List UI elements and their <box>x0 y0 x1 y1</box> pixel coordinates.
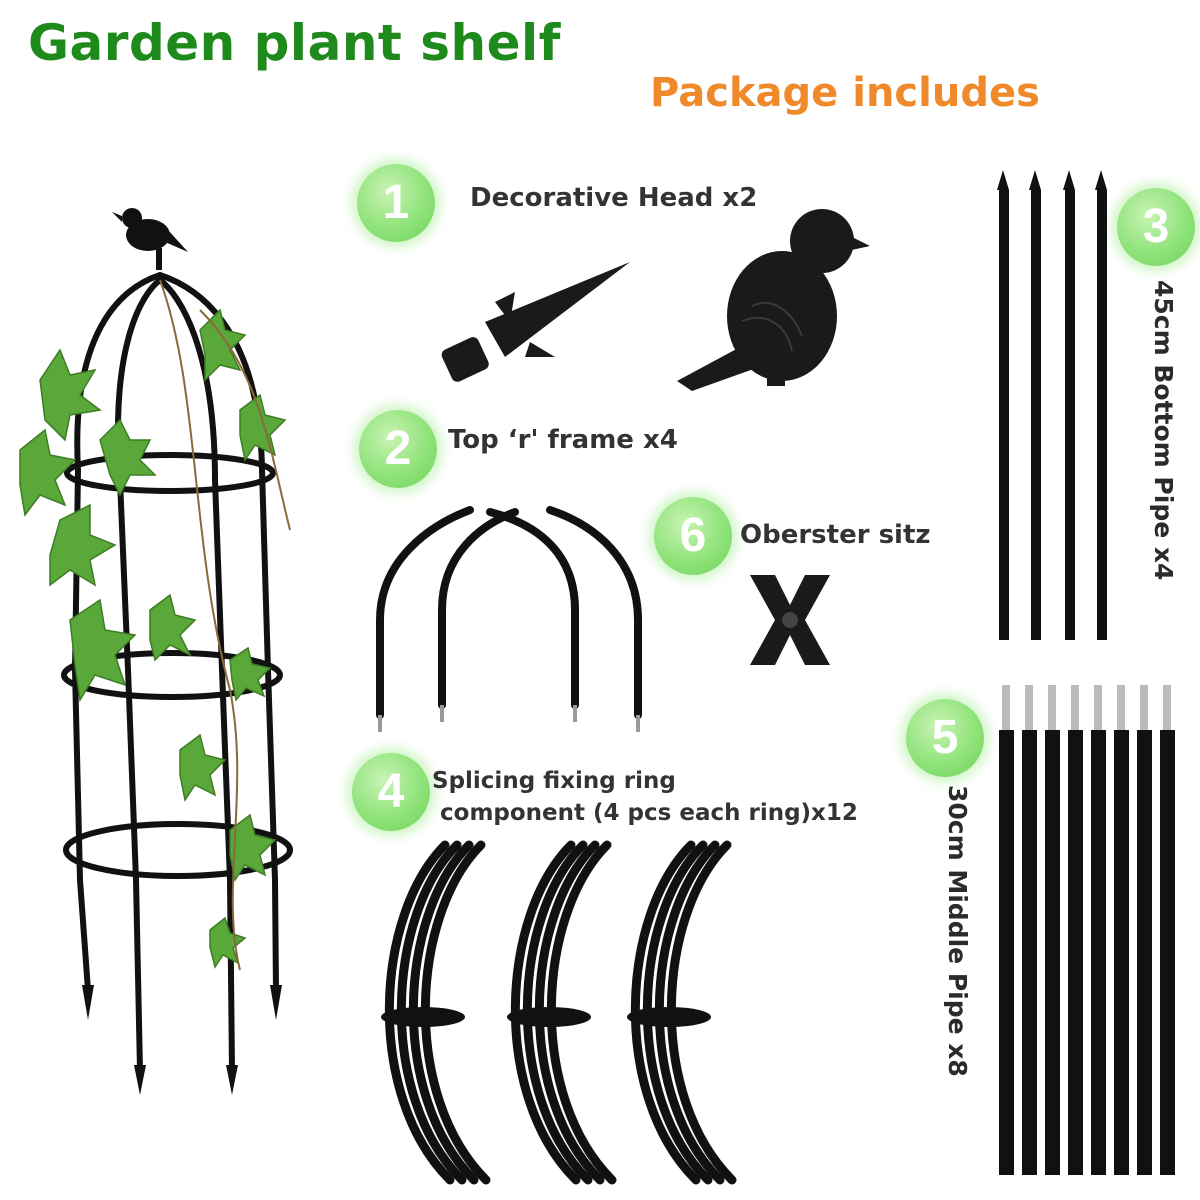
bottom-pipes-image <box>997 170 1107 640</box>
trellis-product-image <box>19 208 293 1095</box>
top-seat-image <box>750 575 830 665</box>
item-4-badge: 4 <box>352 753 430 831</box>
item-6-badge: 6 <box>654 497 732 575</box>
spear-head-image <box>441 262 630 382</box>
item-1-badge: 1 <box>357 164 435 242</box>
item-4-label-line1: Splicing fixing ring <box>432 768 676 794</box>
item-6-label: Oberster sitz <box>740 520 931 550</box>
bird-head-image <box>677 209 870 391</box>
item-3-badge: 3 <box>1117 188 1195 266</box>
item-1-label: Decorative Head x2 <box>470 183 758 213</box>
item-3-label: 45cm Bottom Pipe x4 <box>1149 280 1178 581</box>
item-5-badge: 5 <box>906 699 984 777</box>
top-frame-image <box>376 506 642 732</box>
item-2-badge: 2 <box>359 410 437 488</box>
ring-components-image <box>381 840 737 1185</box>
package-includes-heading: Package includes <box>650 70 1040 116</box>
item-2-label: Top ‘r' frame x4 <box>448 425 678 455</box>
page-title: Garden plant shelf <box>28 14 561 72</box>
middle-pipes-image <box>999 685 1175 1175</box>
item-5-label: 30cm Middle Pipe x8 <box>943 785 972 1077</box>
item-4-label-line2: component (4 pcs each ring)x12 <box>432 800 858 826</box>
